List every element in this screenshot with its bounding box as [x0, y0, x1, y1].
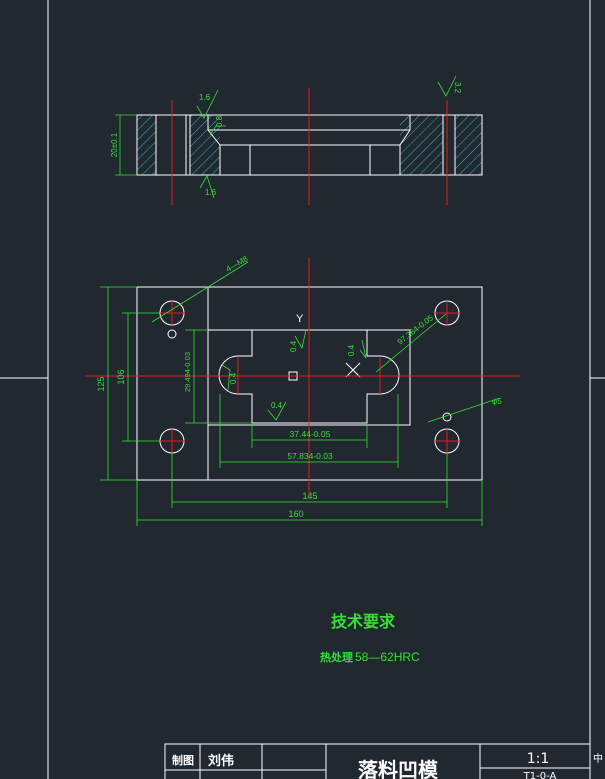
- plan-slot-height-label: 29.494-0.03: [183, 352, 192, 392]
- corner-mark: 中: [593, 752, 603, 765]
- plan-centerlines: [85, 258, 520, 500]
- section-centerlines: [171, 88, 448, 205]
- plan-dimensions: [100, 261, 501, 526]
- title-block: 制图 刘伟 落料凹模 1:1 T1-0-A 中: [164, 743, 603, 779]
- drawing-number: T1-0-A: [523, 771, 557, 779]
- drawn-by-label: 制图: [172, 753, 194, 767]
- drawn-by-name: 刘伟: [208, 753, 234, 769]
- plan-height-holes-label: 106: [116, 369, 126, 384]
- plan-roughness-b: 0.4: [347, 344, 356, 356]
- plan-roughness-d: 0.4: [229, 372, 238, 384]
- technical-requirements: 技术要求 热处理 58—62HRC: [320, 612, 420, 664]
- plan-slot-width-label: 37.44-0.05: [290, 429, 331, 439]
- section-dimensions: [115, 75, 457, 199]
- hardness-value: 58—62HRC: [355, 650, 420, 664]
- section-roughness-top-left: 1.6: [199, 93, 211, 102]
- plan-axis-y-label: Y: [296, 313, 304, 325]
- tech-requirements-title: 技术要求: [331, 612, 396, 631]
- plan-overall-width-label: 160: [288, 509, 303, 519]
- section-roughness-right: 3.2: [453, 82, 462, 94]
- plan-pin-note: φ5: [492, 397, 502, 406]
- plan-hole-span-label: 145: [302, 491, 317, 501]
- section-view: 20±0.1 1.6 0.8 1.6 3.2: [110, 75, 483, 205]
- plan-height-outer-label: 125: [96, 376, 106, 391]
- heat-treatment-label: 热处理: [320, 650, 353, 664]
- section-roughness-bottom: 1.6: [205, 188, 217, 197]
- plan-view: 4—M8 97.364-0.05 φ5 125 106 29.494-0.03 …: [85, 254, 520, 526]
- section-thickness-label: 20±0.1: [110, 132, 119, 157]
- scale-value: 1:1: [527, 751, 550, 767]
- part-name: 落料凹模: [358, 758, 439, 779]
- plan-die-width-label: 57.834-0.03: [287, 451, 333, 461]
- section-roughness-inner: 0.8: [215, 115, 224, 127]
- plan-roughness-a: 0.4: [289, 340, 298, 352]
- section-hatching: [137, 115, 482, 175]
- plan-hole-note: 4—M8: [225, 254, 250, 274]
- plan-roughness-c: 0.4: [271, 401, 283, 410]
